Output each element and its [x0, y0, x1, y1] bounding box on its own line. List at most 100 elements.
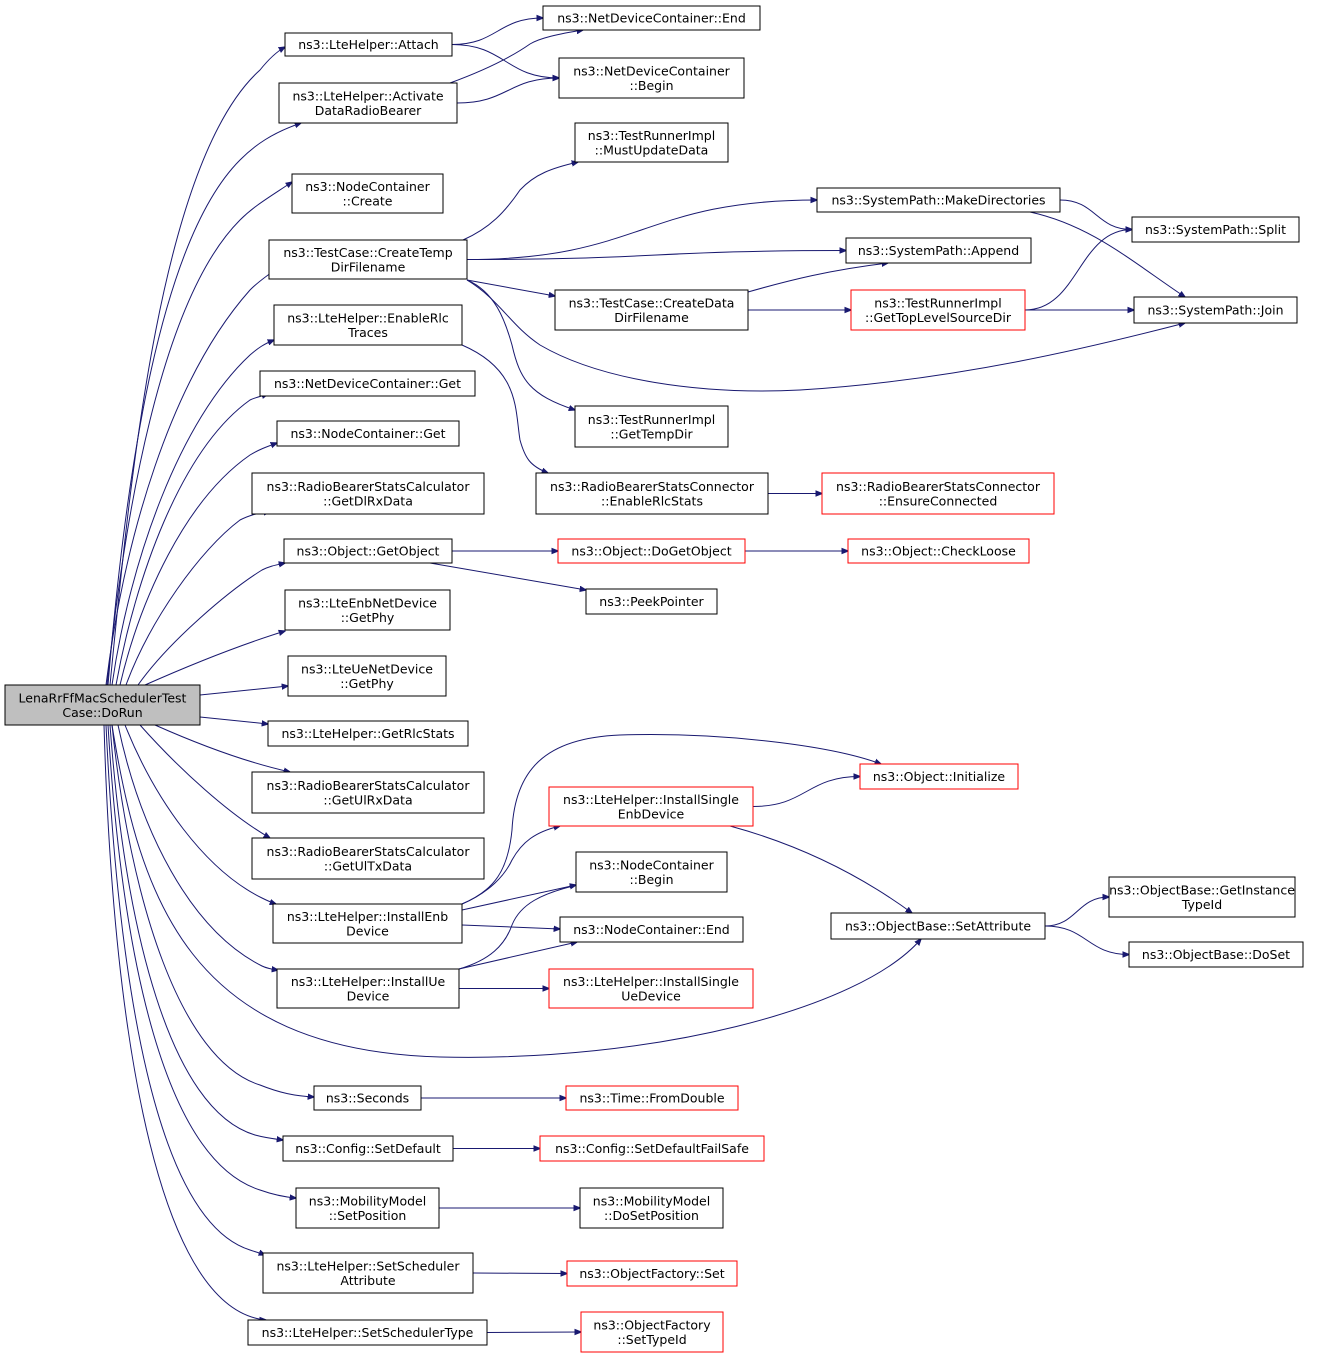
node-label-line: ns3::Object::Initialize	[873, 769, 1006, 784]
node-label-line: ns3::LteHelper::InstallUe	[291, 974, 446, 989]
node-box	[251, 771, 485, 814]
graph-node-enb-getphy[interactable]: ns3::LteEnbNetDevice::GetPhy	[284, 589, 451, 631]
call-edge-tc-createtemp-to-sp-join	[466, 279, 1185, 392]
node-label-line: ns3::TestCase::CreateTemp	[283, 245, 452, 260]
node-label-line: ns3::LteUeNetDevice	[301, 661, 433, 676]
node-label-line: ns3::ObjectFactory	[593, 1317, 711, 1332]
graph-node-lte-attach[interactable]: ns3::LteHelper::Attach	[284, 32, 453, 57]
graph-node-rbsconn-ensure[interactable]: ns3::RadioBearerStatsConnector::EnsureCo…	[821, 472, 1055, 515]
graph-node-rbsc-getulrx[interactable]: ns3::RadioBearerStatsCalculator::GetUlRx…	[251, 771, 485, 814]
graph-node-cfg-setdefaultfailsafe[interactable]: ns3::Config::SetDefaultFailSafe	[539, 1135, 765, 1162]
graph-node-peekpointer[interactable]: ns3::PeekPointer	[585, 588, 718, 615]
node-label-line: ::Create	[343, 193, 393, 208]
graph-node-ndc-begin[interactable]: ns3::NetDeviceContainer::Begin	[558, 57, 745, 99]
graph-node-ue-getphy[interactable]: ns3::LteUeNetDevice::GetPhy	[287, 655, 447, 697]
graph-node-mm-dosetposition[interactable]: ns3::MobilityModel::DoSetPosition	[579, 1187, 724, 1229]
node-label-line: ns3::SystemPath::Append	[858, 243, 1019, 258]
node-box	[268, 239, 468, 280]
node-label-line: ::SetPosition	[329, 1208, 407, 1223]
node-label-line: ns3::NodeContainer	[589, 857, 714, 872]
node-box	[276, 420, 460, 447]
node-label-line: ns3::RadioBearerStatsConnector	[550, 479, 755, 494]
graph-node-obj-checkloose[interactable]: ns3::Object::CheckLoose	[847, 538, 1030, 564]
node-label-line: ns3::Object::CheckLoose	[861, 544, 1016, 559]
node-label-line: LenaRrFfMacSchedulerTest	[19, 690, 187, 705]
node-label-line: ns3::NodeContainer::End	[573, 922, 729, 937]
node-label-line: Device	[347, 988, 390, 1003]
call-edge-sp-makedirs-to-sp-join	[1029, 211, 1185, 297]
call-edge-lte-installenb-to-obj-initialize	[461, 734, 881, 905]
graph-node-mm-setposition[interactable]: ns3::MobilityModel::SetPosition	[295, 1187, 440, 1229]
call-edge-lte-activate-to-ndc-begin	[456, 78, 559, 104]
node-label-line: ns3::LteHelper::SetScheduler	[276, 1258, 460, 1273]
graph-node-obj-initialize[interactable]: ns3::Object::Initialize	[859, 763, 1019, 790]
node-label-line: ns3::MobilityModel	[309, 1193, 426, 1208]
graph-node-rbsconn-enable[interactable]: ns3::RadioBearerStatsConnector::EnableRl…	[535, 472, 769, 515]
call-edge-root-to-nc-get	[119, 443, 277, 686]
node-label-line: ns3::SystemPath::Join	[1147, 303, 1283, 318]
graph-node-of-set[interactable]: ns3::ObjectFactory::Set	[566, 1260, 738, 1287]
graph-node-lte-setschedtype[interactable]: ns3::LteHelper::SetSchedulerType	[247, 1319, 488, 1346]
graph-node-ob-setattribute[interactable]: ns3::ObjectBase::SetAttribute	[830, 912, 1046, 940]
graph-node-tri-gettempdir[interactable]: ns3::TestRunnerImpl::GetTempDir	[574, 405, 729, 448]
graph-node-obj-dogetobject[interactable]: ns3::Object::DoGetObject	[557, 538, 746, 564]
node-label-line: ns3::MobilityModel	[593, 1193, 710, 1208]
graph-node-sp-split[interactable]: ns3::SystemPath::Split	[1131, 216, 1300, 243]
graph-node-tri-gettoplevel[interactable]: ns3::TestRunnerImpl::GetTopLevelSourceDi…	[850, 289, 1026, 331]
call-edge-root-to-obj-getobject	[137, 563, 285, 686]
node-box	[559, 916, 744, 943]
graph-node-nc-get[interactable]: ns3::NodeContainer::Get	[276, 420, 460, 447]
graph-node-tri-mustupdate[interactable]: ns3::TestRunnerImpl::MustUpdateData	[574, 122, 729, 163]
call-edge-root-to-lte-enablerlc	[111, 340, 274, 686]
node-box	[554, 289, 749, 331]
node-box	[1133, 296, 1298, 324]
graph-node-time-fromdouble[interactable]: ns3::Time::FromDouble	[565, 1085, 739, 1111]
graph-node-ndc-end[interactable]: ns3::NetDeviceContainer::End	[542, 5, 761, 31]
call-edge-lte-setschedtype-to-of-settypeid	[486, 1332, 581, 1333]
call-edge-lte-attach-to-ndc-begin	[451, 44, 559, 79]
call-edge-root-to-enb-getphy	[144, 631, 285, 686]
graph-node-of-settypeid[interactable]: ns3::ObjectFactory::SetTypeId	[580, 1311, 724, 1353]
graph-node-nc-end[interactable]: ns3::NodeContainer::End	[559, 916, 744, 943]
node-label-line: ns3::Time::FromDouble	[579, 1091, 724, 1106]
graph-node-sp-makedirs[interactable]: ns3::SystemPath::MakeDirectories	[816, 187, 1061, 213]
graph-node-ob-doset[interactable]: ns3::ObjectBase::DoSet	[1128, 941, 1304, 968]
node-box	[830, 912, 1046, 940]
node-label-line: TypeId	[1181, 897, 1222, 912]
call-edge-root-to-seconds	[111, 724, 314, 1097]
node-label-line: ns3::Object::DoGetObject	[571, 544, 731, 559]
graph-node-seconds[interactable]: ns3::Seconds	[313, 1085, 422, 1111]
graph-node-sp-append[interactable]: ns3::SystemPath::Append	[845, 237, 1032, 264]
graph-node-cfg-setdefault[interactable]: ns3::Config::SetDefault	[282, 1135, 454, 1162]
graph-node-nc-begin[interactable]: ns3::NodeContainer::Begin	[575, 851, 728, 893]
graph-node-ndc-get[interactable]: ns3::NetDeviceContainer::Get	[259, 370, 476, 397]
graph-node-nc-create[interactable]: ns3::NodeContainer::Create	[291, 173, 444, 214]
graph-node-lte-getrlcstats[interactable]: ns3::LteHelper::GetRlcStats	[267, 720, 469, 747]
node-box	[574, 122, 729, 163]
node-box	[251, 472, 485, 515]
call-edge-tc-createtemp-to-sp-append	[466, 251, 846, 260]
graph-node-sp-join[interactable]: ns3::SystemPath::Join	[1133, 296, 1298, 324]
graph-node-rbsc-getultx[interactable]: ns3::RadioBearerStatsCalculator::GetUlTx…	[251, 837, 485, 880]
node-label-line: ::GetTopLevelSourceDir	[865, 310, 1012, 325]
call-edge-root-to-lte-setschedattr	[105, 724, 265, 1255]
node-label-line: ns3::SystemPath::Split	[1145, 222, 1286, 237]
call-edge-root-to-lte-installenb	[124, 724, 276, 904]
node-label-line: ::DoSetPosition	[604, 1208, 699, 1223]
graph-node-obj-getobject[interactable]: ns3::Object::GetObject	[283, 538, 453, 564]
node-box	[295, 1187, 440, 1229]
node-label-line: ::EnsureConnected	[879, 493, 998, 508]
graph-node-rbsc-getdlrx[interactable]: ns3::RadioBearerStatsCalculator::GetDlRx…	[251, 472, 485, 515]
call-edge-root-to-ndc-get	[115, 394, 268, 686]
